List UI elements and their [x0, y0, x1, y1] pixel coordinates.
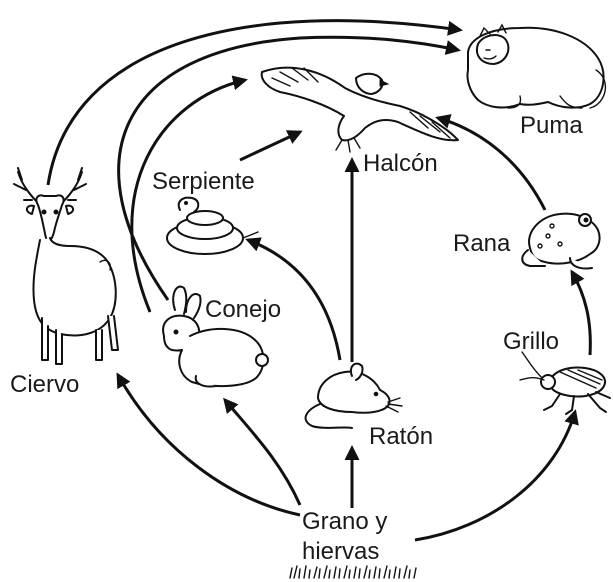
hawk-icon — [262, 68, 458, 152]
puma-icon — [467, 25, 605, 108]
grass-icon — [290, 566, 416, 578]
frog-icon — [522, 214, 599, 269]
mouse-icon — [306, 364, 402, 428]
deer-icon — [14, 168, 118, 364]
label-puma: Puma — [520, 114, 583, 138]
arrow-cricket-to-frog — [572, 272, 590, 355]
label-halcon: Halcón — [363, 152, 438, 176]
label-grillo: Grillo — [503, 330, 559, 354]
cricket-icon — [520, 352, 610, 414]
label-conejo: Conejo — [205, 298, 281, 322]
label-ciervo: Ciervo — [10, 373, 79, 397]
snake-icon — [167, 198, 258, 254]
arrow-snake-to-hawk — [240, 132, 300, 160]
arrow-rabbit-to-hawk — [132, 80, 245, 312]
label-serpiente: Serpiente — [152, 170, 255, 194]
arrow-grass-to-rabbit — [225, 400, 300, 505]
label-raton: Ratón — [369, 425, 433, 449]
label-grano-line2: hiervas — [302, 540, 379, 564]
arrow-grass-to-cricket — [415, 412, 575, 540]
arrow-grass-to-deer — [118, 375, 300, 515]
label-rana: Rana — [453, 232, 510, 256]
label-grano-line1: Grano y — [302, 510, 387, 534]
